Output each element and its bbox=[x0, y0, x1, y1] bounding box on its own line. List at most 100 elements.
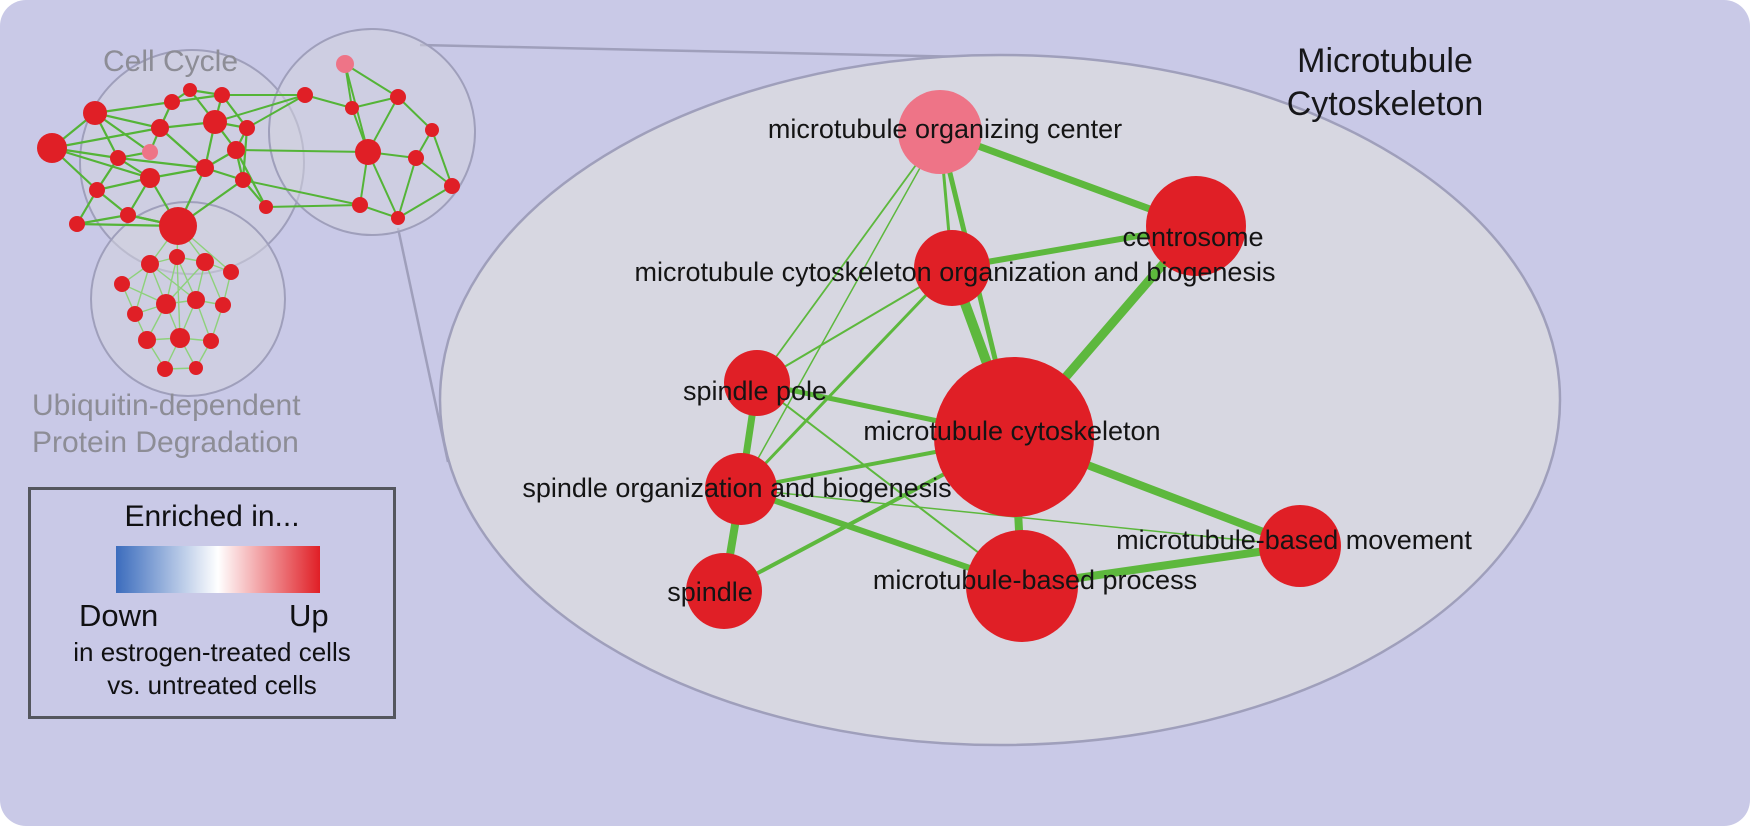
mini-node bbox=[156, 294, 176, 314]
cluster-label-ubiquitin: Ubiquitin-dependent Protein Degradation bbox=[32, 388, 301, 461]
node-mcob bbox=[914, 230, 990, 306]
node-label-mbm: microtubule-based movement bbox=[1116, 525, 1472, 555]
mini-node bbox=[355, 139, 381, 165]
mini-edge bbox=[117, 156, 206, 170]
main-title-line2: Cytoskeleton bbox=[1286, 84, 1484, 123]
mini-node bbox=[227, 141, 245, 159]
legend-footnote: in estrogen-treated cells vs. untreated … bbox=[31, 636, 393, 702]
zoom-callout-line bbox=[396, 227, 450, 463]
mini-edge bbox=[149, 263, 197, 301]
cluster-label-ubiquitin-line1: Ubiquitin-dependent bbox=[32, 389, 301, 422]
mini-node bbox=[142, 144, 158, 160]
mini-node bbox=[214, 87, 230, 103]
node-spindle_pole bbox=[724, 350, 790, 416]
legend-footnote-line1: in estrogen-treated cells bbox=[73, 637, 351, 667]
mini-node bbox=[159, 207, 197, 245]
edge-moc--spindle_pole bbox=[756, 131, 941, 384]
mini-node bbox=[120, 207, 136, 223]
mini-cross-edge bbox=[246, 94, 306, 129]
mini-node bbox=[390, 89, 406, 105]
legend-footnote-line2: vs. untreated cells bbox=[107, 670, 317, 700]
mini-node bbox=[127, 306, 143, 322]
mini-node bbox=[170, 328, 190, 348]
mini-edge bbox=[235, 149, 267, 208]
legend-down-label: Down bbox=[79, 598, 159, 633]
mini-node bbox=[189, 361, 203, 375]
cluster-label-cell-cycle: Cell Cycle bbox=[103, 45, 239, 78]
cluster-label-ubiquitin-line2: Protein Degradation bbox=[32, 425, 299, 459]
mini-node bbox=[89, 182, 105, 198]
mini-node bbox=[141, 255, 159, 273]
mini-node bbox=[183, 83, 197, 97]
mini-node bbox=[215, 297, 231, 313]
legend-up-label: Up bbox=[289, 598, 329, 633]
mini-edge bbox=[94, 100, 173, 115]
node-label-mcob: microtubule cytoskeleton organization an… bbox=[635, 257, 1276, 287]
cluster-circle-microtubule-mini bbox=[268, 28, 476, 236]
mini-edge bbox=[241, 127, 249, 181]
mini-node bbox=[235, 172, 251, 188]
mini-node bbox=[425, 123, 439, 137]
mini-node bbox=[444, 178, 460, 194]
node-mt_cyto bbox=[934, 357, 1094, 517]
node-centrosome bbox=[1146, 176, 1246, 276]
mini-node bbox=[297, 87, 313, 103]
mini-cross-edge bbox=[235, 149, 369, 153]
mini-node bbox=[164, 94, 180, 110]
node-mbm bbox=[1259, 505, 1341, 587]
edge-moc--sob bbox=[740, 131, 941, 490]
mini-node bbox=[345, 101, 359, 115]
mini-node bbox=[336, 55, 354, 73]
mini-node bbox=[187, 291, 205, 309]
mini-cross-edge bbox=[242, 179, 361, 206]
mini-node bbox=[203, 333, 219, 349]
main-title-microtubule-cytoskeleton: Microtubule Cytoskeleton bbox=[1255, 40, 1515, 125]
legend-gradient-bar bbox=[116, 546, 320, 593]
node-sob bbox=[705, 453, 777, 525]
node-label-spindle_pole: spindle pole bbox=[683, 376, 827, 406]
mini-node bbox=[352, 197, 368, 213]
mini-edge bbox=[344, 63, 399, 98]
mini-edge bbox=[397, 157, 417, 219]
mini-edge bbox=[51, 146, 151, 180]
mini-node bbox=[69, 216, 85, 232]
mini-node bbox=[169, 249, 185, 265]
mini-edge bbox=[176, 256, 181, 339]
node-label-centrosome: centrosome bbox=[1122, 222, 1263, 252]
mini-node bbox=[203, 110, 227, 134]
mini-cross-edge bbox=[265, 204, 361, 208]
node-label-spindle: spindle bbox=[667, 577, 753, 607]
node-moc bbox=[898, 90, 982, 174]
mini-edge bbox=[159, 127, 206, 169]
mini-edge bbox=[76, 213, 129, 226]
mini-cross-edge bbox=[214, 94, 306, 123]
mini-edge bbox=[397, 185, 453, 219]
edge-mcob--sob bbox=[739, 266, 954, 491]
mini-node bbox=[151, 119, 169, 137]
node-mbp bbox=[966, 530, 1078, 642]
mini-node bbox=[196, 253, 214, 271]
legend-title: Enriched in... bbox=[124, 500, 300, 533]
mini-node bbox=[223, 264, 239, 280]
main-title-line1: Microtubule bbox=[1297, 42, 1473, 80]
mini-edge bbox=[51, 126, 161, 150]
mini-node bbox=[239, 120, 255, 136]
mini-node bbox=[259, 200, 273, 214]
mini-node bbox=[37, 133, 67, 163]
mini-edge bbox=[304, 94, 353, 109]
node-label-mbp: microtubule-based process bbox=[873, 565, 1197, 595]
node-spindle bbox=[686, 553, 762, 629]
mini-node bbox=[140, 168, 160, 188]
node-label-sob: spindle organization and biogenesis bbox=[522, 473, 951, 503]
mini-node bbox=[157, 361, 173, 377]
mini-node bbox=[83, 101, 107, 125]
mini-node bbox=[110, 150, 126, 166]
legend-box: Enriched in... Down Up in estrogen-treat… bbox=[28, 487, 396, 719]
node-label-moc: microtubule organizing center bbox=[768, 114, 1122, 144]
mini-node bbox=[196, 159, 214, 177]
mini-edge bbox=[431, 129, 453, 187]
mini-node bbox=[138, 331, 156, 349]
mini-node bbox=[408, 150, 424, 166]
